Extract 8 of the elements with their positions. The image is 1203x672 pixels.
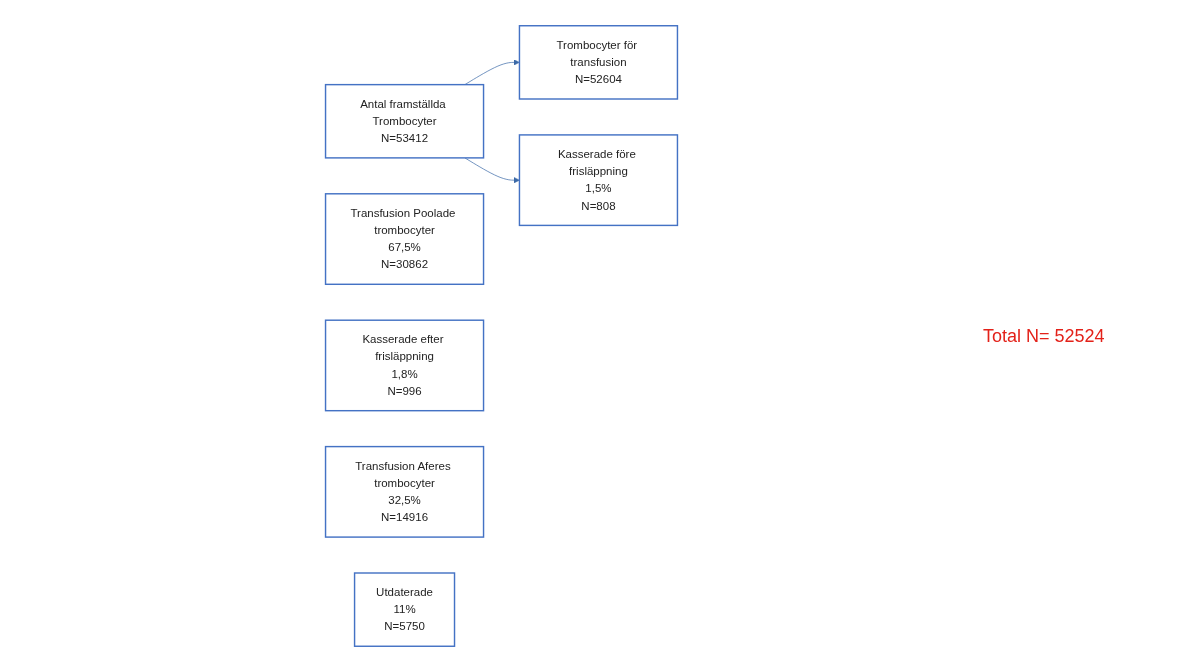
node-box: Utdaterade 11% N=5750 <box>353 572 456 647</box>
node-box: Kasserade efter frisläppning 1,8% N=996 <box>324 319 485 412</box>
node-box: Antal framställda Trombocyter N=53412 <box>324 83 485 159</box>
total-note: Total N= 52524 <box>983 325 1106 347</box>
node-box: Transfusion Poolade trombocyter 67,5% N=30862 <box>324 193 485 285</box>
node-box: Trombocyter för transfusion N=52604 <box>518 25 679 100</box>
node-box: Transfusion Aferes trombocyter 32,5% N=14916 <box>324 445 485 538</box>
node-box: Kasserade före frisläppning 1,5% N=808 <box>518 134 679 227</box>
